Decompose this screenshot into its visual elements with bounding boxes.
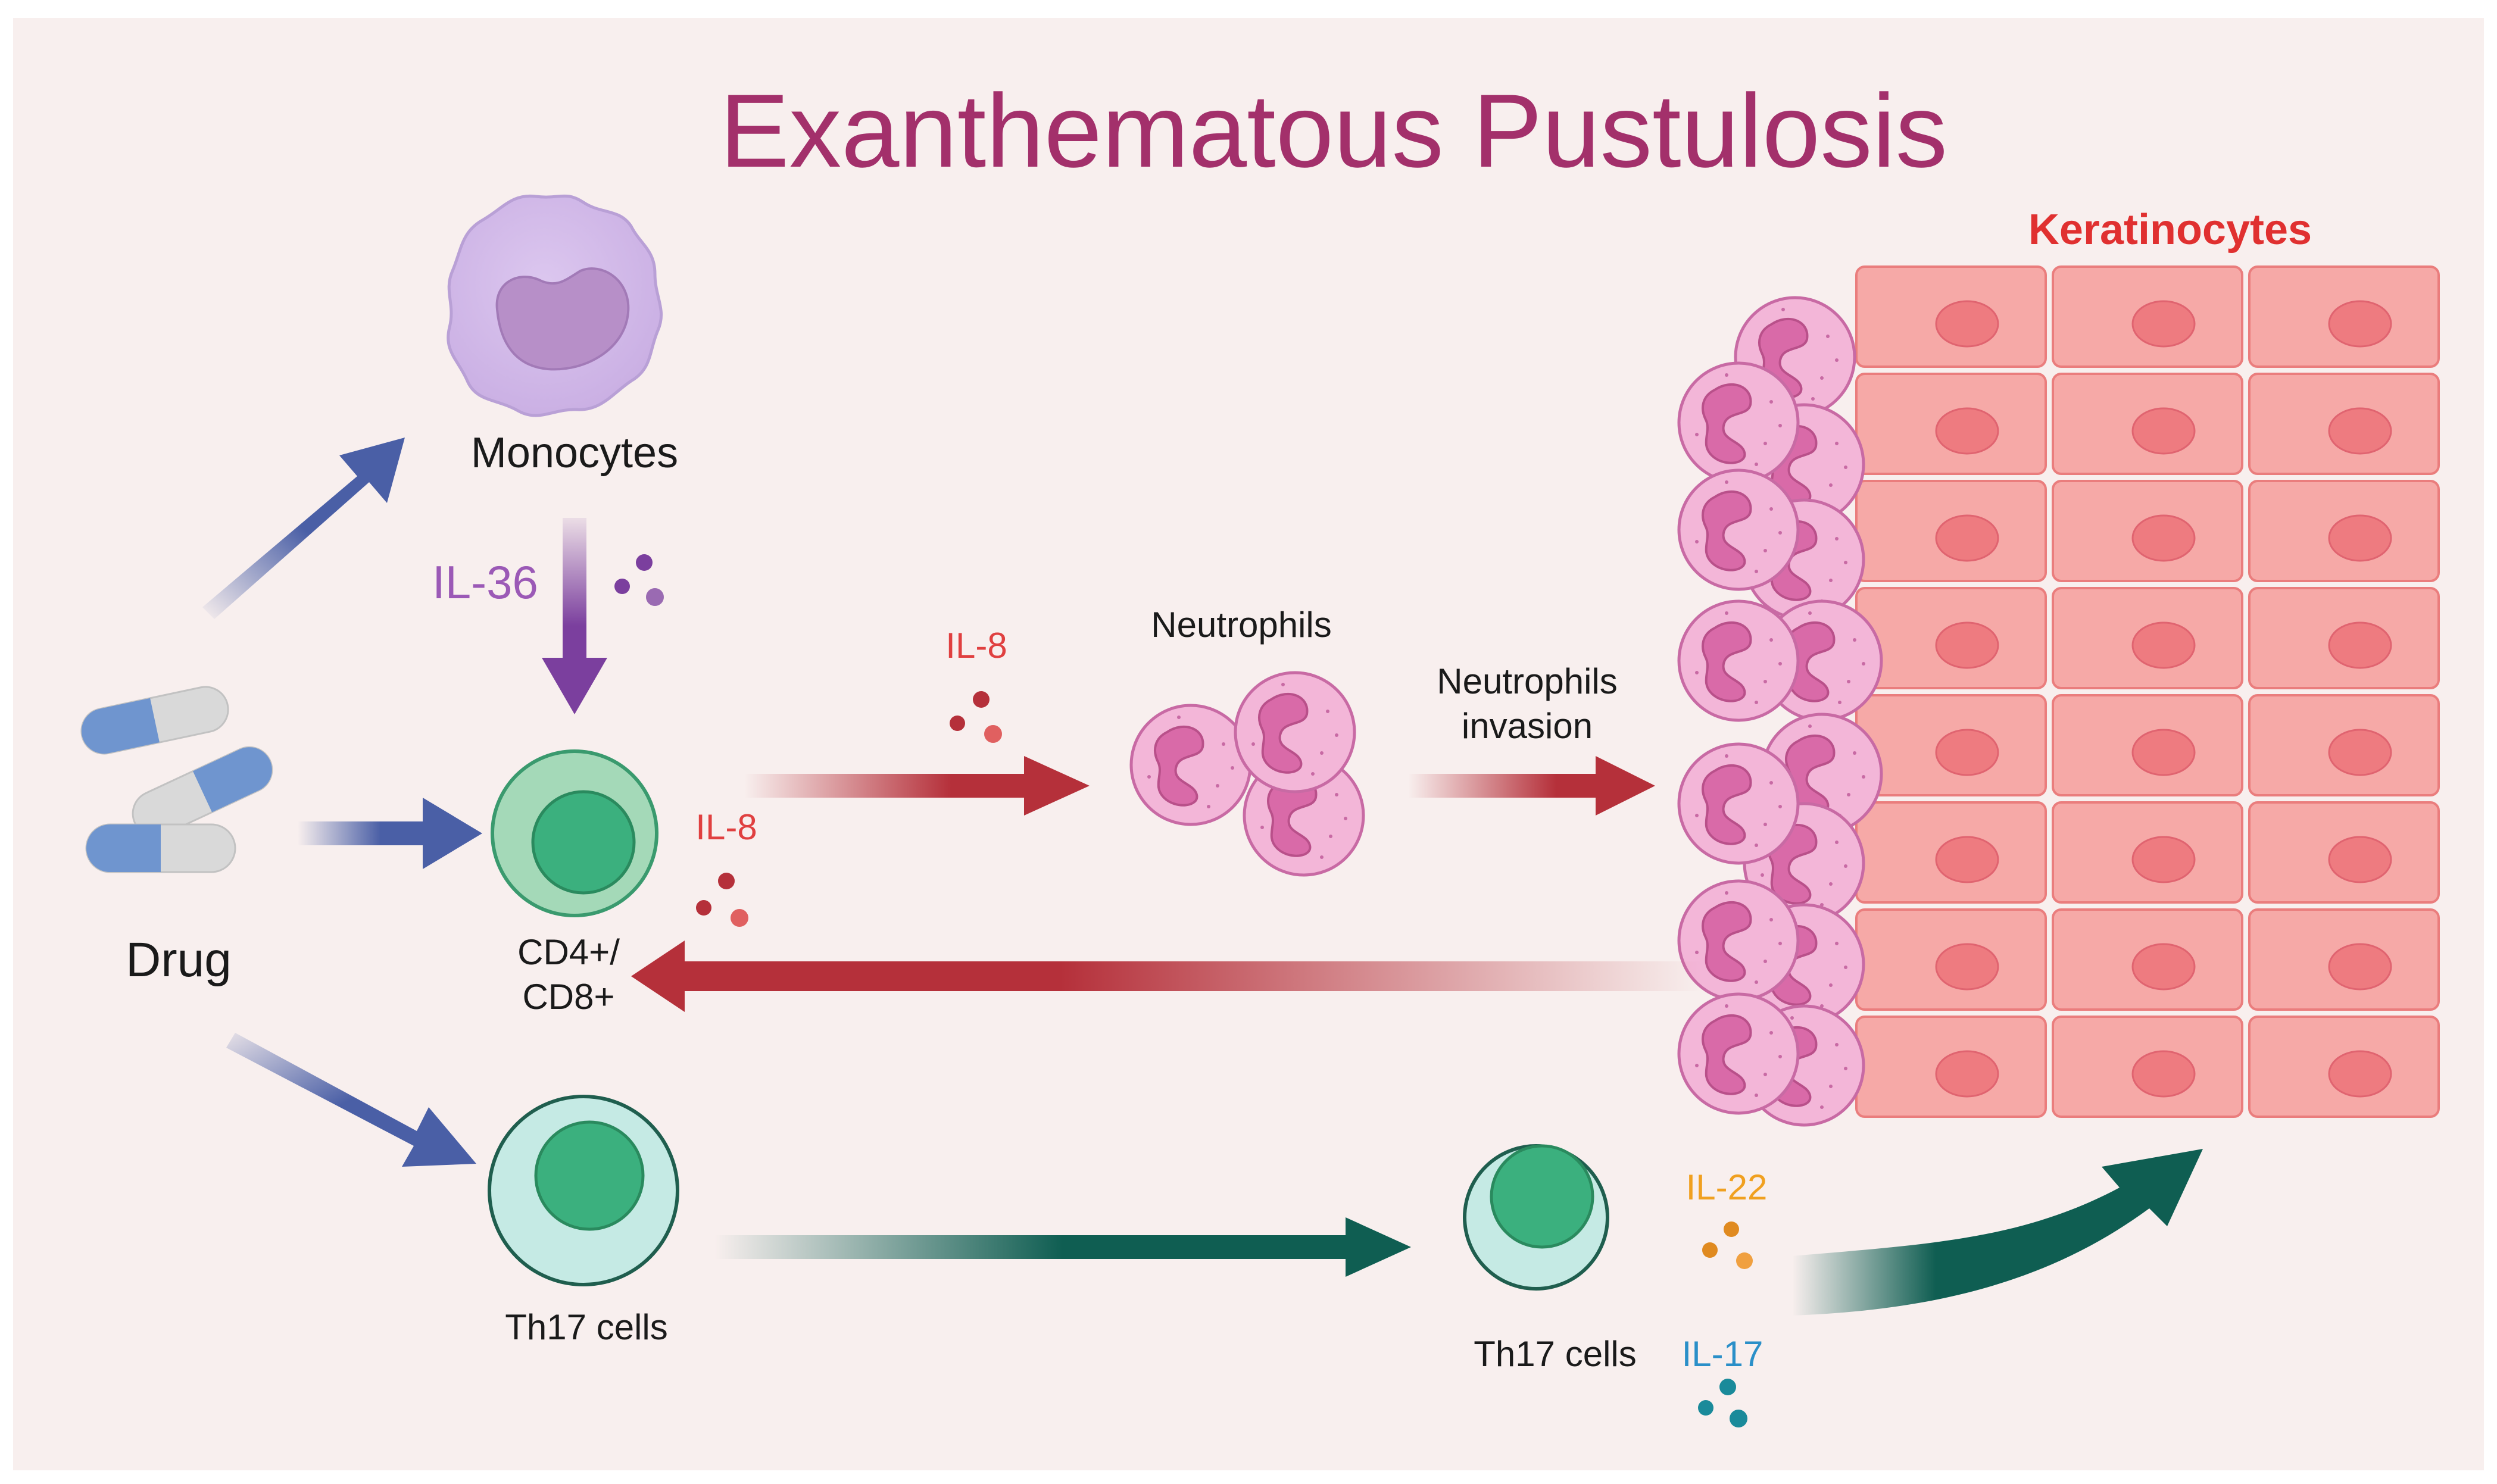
monocytes-label: Monocytes	[471, 429, 678, 477]
drug-label: Drug	[126, 933, 232, 987]
il36-label: IL-36	[432, 556, 538, 608]
il17-label: IL-17	[1682, 1334, 1763, 1374]
neutrophils-invasion-label-1: Neutrophils	[1437, 661, 1618, 701]
il36-arrow	[542, 518, 607, 714]
neutrophils-invasion-arrow	[1408, 756, 1655, 816]
diagram-title: Exanthematous Pustulosis	[720, 73, 1947, 189]
drug-to-th17-arrow	[226, 1033, 476, 1167]
neutrophils-label: Neutrophils	[1151, 605, 1332, 645]
cd4-to-neutrophils-arrow	[744, 756, 1090, 816]
il22-label: IL-22	[1686, 1167, 1768, 1207]
monocyte-cell	[447, 194, 663, 417]
il8-mid-particles	[696, 873, 748, 927]
il17-particles	[1698, 1379, 1747, 1427]
drug-to-monocytes-arrow	[202, 438, 405, 619]
cd4-cd8-t-cell	[491, 749, 658, 917]
keratinocytes-label: Keratinocytes	[2028, 206, 2312, 254]
drug-to-cd4-arrow	[298, 798, 482, 869]
il22-particles	[1702, 1221, 1753, 1269]
th17-left-to-right-arrow	[714, 1217, 1411, 1277]
cd4-label: CD4+/	[517, 932, 620, 972]
il36-particles	[614, 554, 664, 606]
th17-to-keratinocytes-arrow	[1792, 1149, 2203, 1316]
keratinocytes-to-cd4-arrow	[631, 941, 1703, 1012]
neutrophils-invasion-label-2: invasion	[1462, 706, 1593, 746]
th17-cell-right	[1463, 1144, 1609, 1291]
il8-top-label: IL-8	[945, 626, 1007, 666]
th17-right-label: Th17 cells	[1474, 1334, 1636, 1374]
il8-mid-label: IL-8	[695, 807, 757, 847]
th17-left-label: Th17 cells	[505, 1307, 667, 1347]
drug-capsules-icon	[80, 686, 273, 873]
il8-top-particles	[950, 691, 1002, 743]
th17-cell-left	[488, 1095, 679, 1286]
cd8-label: CD8+	[522, 977, 614, 1017]
